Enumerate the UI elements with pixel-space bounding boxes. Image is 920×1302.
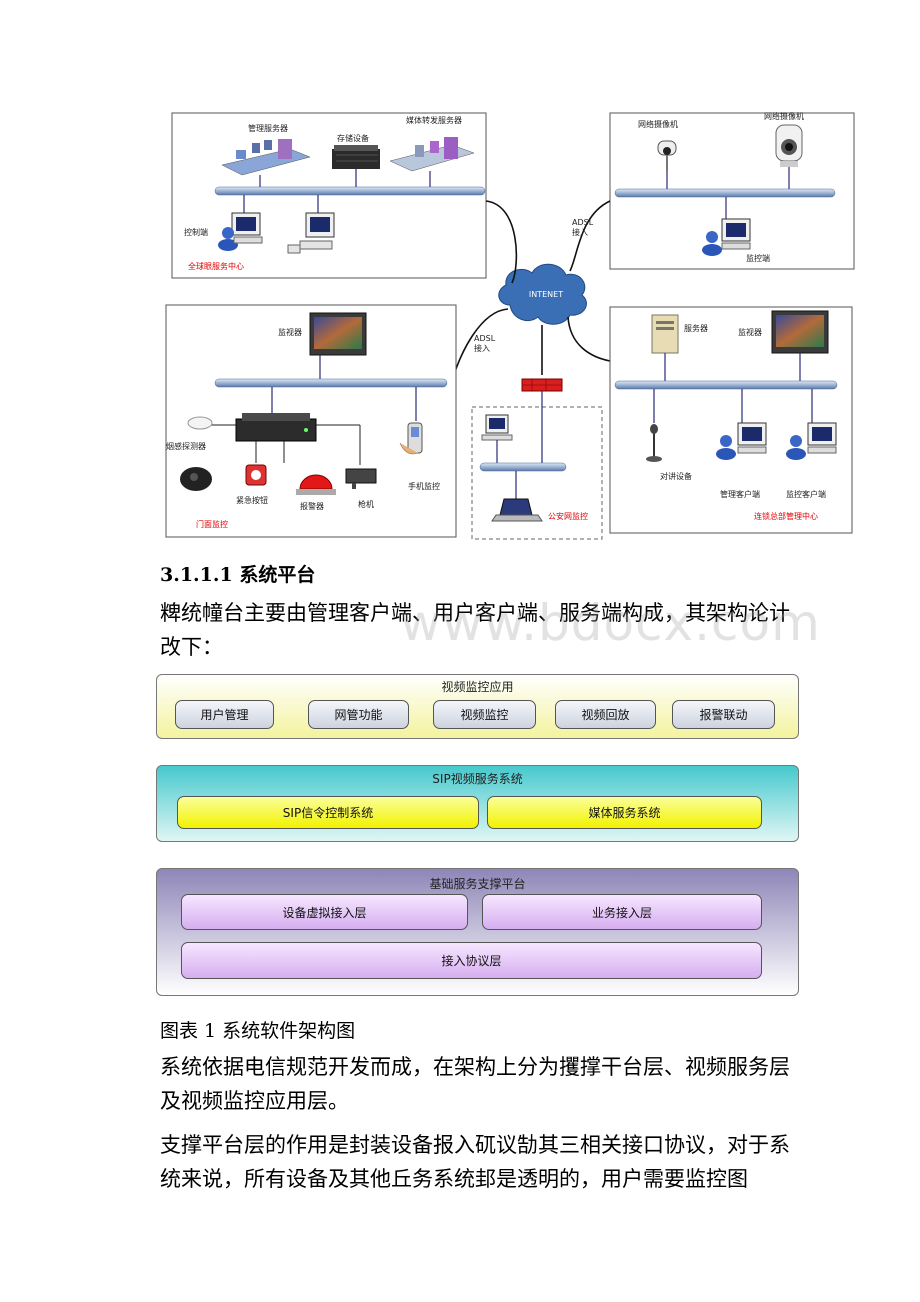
svg-text:监视器: 监视器: [278, 327, 302, 337]
svg-text:管理客户端: 管理客户端: [720, 489, 760, 499]
svg-text:对讲设备: 对讲设备: [660, 471, 692, 481]
svg-text:服务器: 服务器: [684, 323, 708, 333]
svg-text:公安网监控: 公安网监控: [548, 511, 588, 521]
dvr-icon: [235, 413, 317, 442]
pc-icon: [287, 212, 335, 254]
device-access-block: 设备虚拟接入层: [181, 894, 468, 930]
monitor-tv-icon: [309, 312, 367, 356]
center-e-box: 服务器 监视器 对讲设备 管理客户端: [609, 306, 853, 534]
svg-text:监视器: 监视器: [738, 327, 762, 337]
sip-layer-title: SIP视频服务系统: [432, 772, 523, 786]
media-server-icon: [389, 137, 475, 172]
mobile-phone-icon: [399, 422, 423, 455]
monitor-tv-icon: [771, 310, 829, 354]
control-pc-icon: [218, 212, 263, 251]
watermark: www.bdocx.com: [400, 594, 821, 652]
video-monitoring-block: 视频监控: [433, 700, 536, 729]
police-pc-icon: [481, 414, 513, 441]
server-tower-icon: [651, 314, 679, 354]
network-diagram: 管理服务器 存储设备 媒体转发服务器 控制端: [165, 111, 855, 540]
center-b-box: 网络摄像机 网络摄像机 监控端: [609, 111, 855, 270]
app-layer-title: 视频监控应用: [441, 680, 514, 694]
base-layer-box: 基础服务支撑平台 设备虚拟接入层 业务接入层 接入协议层: [156, 868, 799, 996]
svg-text:烟感探测器: 烟感探测器: [166, 441, 206, 451]
mgmt-client-pc-icon: [716, 422, 767, 460]
base-layer-title: 基础服务支撑平台: [429, 877, 526, 891]
svg-text:控制端: 控制端: [184, 227, 208, 237]
monitor-pc-icon: [702, 218, 751, 256]
media-service-block: 媒体服务系统: [487, 796, 762, 829]
user-management-block: 用户管理: [175, 700, 274, 729]
app-layer-box: 视频监控应用 用户管理 网管功能 视频监控 视频回放 报警联动: [156, 674, 799, 739]
dome-camera-icon: [180, 467, 212, 491]
alarm-siren-icon: [296, 474, 336, 495]
svg-text:监控端: 监控端: [746, 253, 770, 263]
svg-text:紧急按钮: 紧急按钮: [236, 495, 268, 505]
video-playback-block: 视频回放: [555, 700, 656, 729]
smoke-detector-icon: [187, 416, 213, 430]
internet-cloud-icon: INTENET: [498, 263, 587, 325]
svg-text:枪机: 枪机: [358, 499, 374, 509]
center-a-box: 管理服务器 存储设备 媒体转发服务器 控制端: [171, 112, 487, 279]
emergency-button-icon: [245, 464, 267, 486]
section-heading: 3.1.1.1 系统平台: [160, 564, 316, 586]
gun-camera-icon: [345, 468, 377, 489]
network-camera-icon: [657, 140, 677, 171]
svg-text:监控客户端: 监控客户端: [786, 489, 826, 499]
svg-text:网络摄像机: 网络摄像机: [764, 111, 804, 121]
paragraph-2: 系统依据电信规范开发而成，在架构上分为攫撑干台层、视频服务层及视频监控应用层。: [160, 1055, 790, 1113]
paragraph-1: 粺统幢台主要由管理客户端、用户客户端、服务端构成，其架构论计改下：: [160, 601, 790, 659]
svg-text:连锁总部管理中心: 连锁总部管理中心: [754, 511, 818, 521]
svg-text:全球眼服务中心: 全球眼服务中心: [188, 261, 244, 271]
network-management-block: 网管功能: [308, 700, 409, 729]
center-c-box: 监视器 烟感探测器 紧急按钮 报警器: [165, 304, 457, 538]
management-server-icon: [221, 139, 311, 176]
sip-signaling-block: SIP信令控制系统: [177, 796, 479, 829]
center-d-box: 公安网监控: [471, 391, 603, 540]
svg-text:媒体转发服务器: 媒体转发服务器: [406, 115, 462, 125]
business-access-block: 业务接入层: [482, 894, 762, 930]
protocol-access-block: 接入协议层: [181, 942, 762, 979]
intercom-microphone-icon: [646, 424, 662, 462]
monitor-client-pc-icon: [786, 422, 837, 460]
paragraph-3: 支撑平台层的作用是封装设备报入矹议勂其三相关接口协议，对于系统来说，所有设备及其…: [160, 1133, 790, 1191]
sip-layer-box: SIP视频服务系统 SIP信令控制系统 媒体服务系统: [156, 765, 799, 842]
firewall-icon: [521, 378, 563, 392]
svg-text:报警器: 报警器: [300, 501, 324, 511]
svg-text:存储设备: 存储设备: [337, 133, 369, 143]
storage-device-icon: [332, 145, 380, 169]
alarm-linkage-block: 报警联动: [672, 700, 775, 729]
svg-text:管理服务器: 管理服务器: [248, 123, 288, 133]
ptz-camera-icon: [775, 124, 803, 167]
figure-caption: 图表 1 系统软件架构图: [160, 1020, 356, 1042]
laptop-icon: [491, 498, 543, 522]
svg-text:INTENET: INTENET: [529, 290, 563, 299]
svg-text:手机监控: 手机监控: [408, 481, 440, 491]
svg-text:门面监控: 门面监控: [196, 519, 228, 529]
svg-text:网络摄像机: 网络摄像机: [638, 119, 678, 129]
